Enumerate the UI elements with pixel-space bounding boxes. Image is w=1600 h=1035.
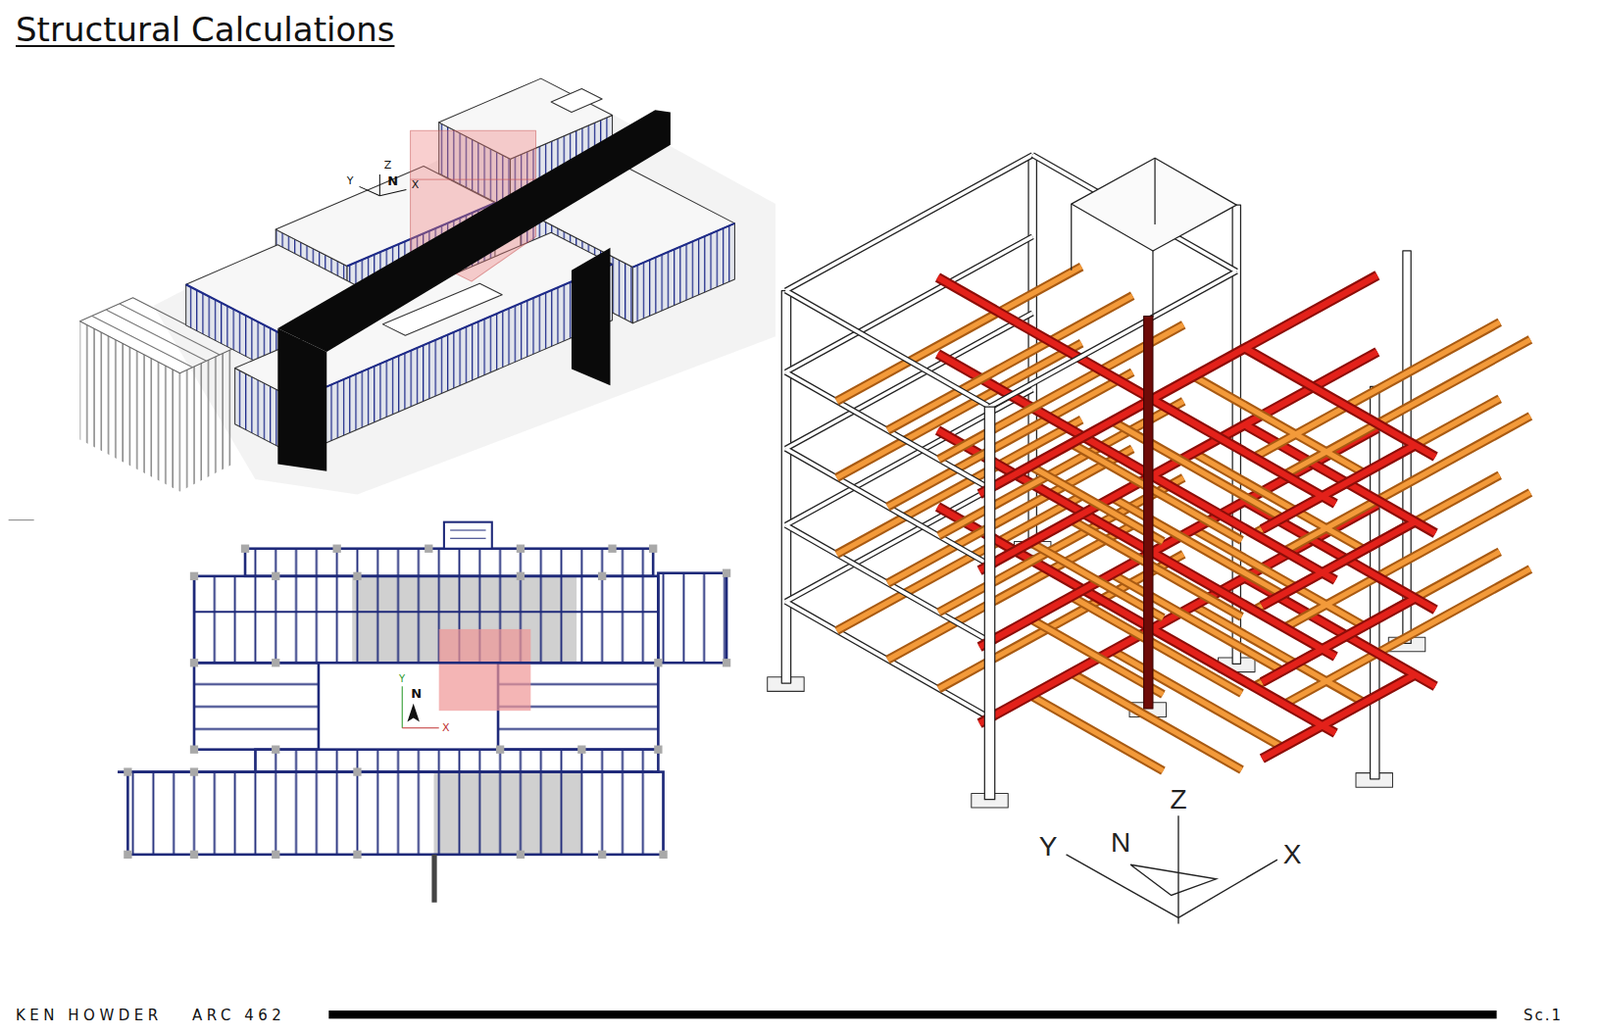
building-axonometric <box>79 78 776 495</box>
axis-label: Y <box>1039 832 1058 863</box>
axis-label: Y <box>347 175 354 188</box>
north-label: N <box>387 174 399 189</box>
course-code: ARC 462 <box>192 1007 286 1025</box>
axis-label: X <box>411 179 420 192</box>
north-label: N <box>410 687 422 701</box>
sheet-number: Sc.1 <box>1523 1007 1563 1025</box>
north-label: N <box>1110 828 1131 859</box>
axis-label: Z <box>1169 785 1187 816</box>
axis-label: Y <box>399 673 405 685</box>
axis-triad <box>1066 815 1278 924</box>
steel-frame <box>767 154 1531 808</box>
floor-plan <box>117 522 731 903</box>
sheet-title: Structural Calculations <box>15 11 395 49</box>
axis-label: X <box>1283 840 1302 871</box>
axis-label: X <box>442 722 450 735</box>
margin-tick <box>8 519 35 521</box>
author-name: KEN HOWDER <box>15 1007 163 1025</box>
footer-bar <box>328 1010 1497 1019</box>
axis-label: Z <box>384 159 393 172</box>
